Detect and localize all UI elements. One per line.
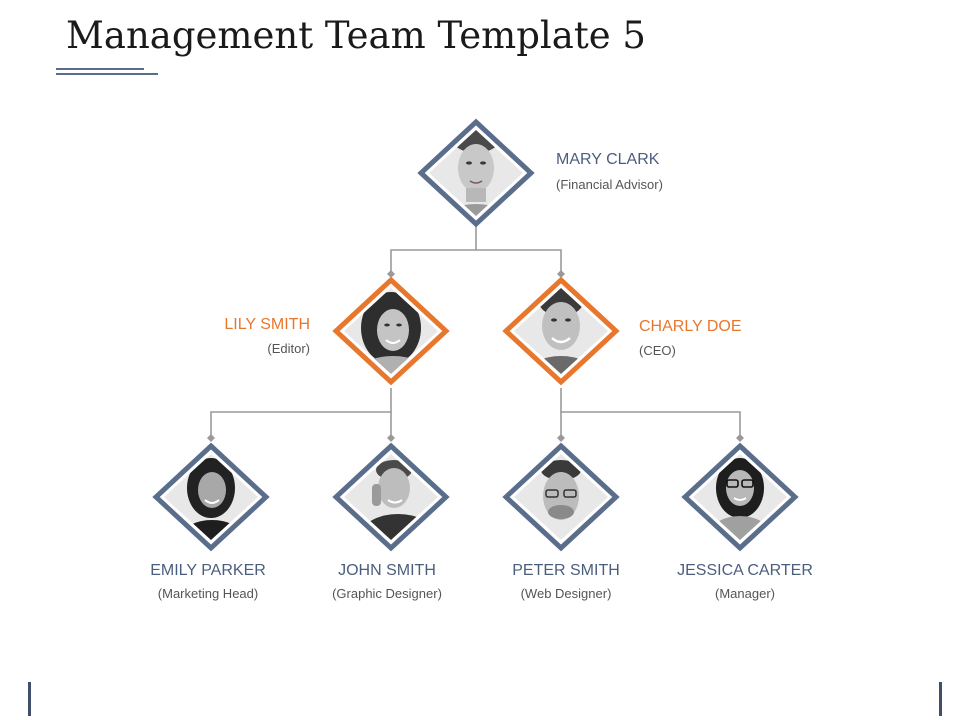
connector-dots — [207, 270, 744, 442]
member-role-peter-smith: (Web Designer) — [520, 586, 612, 601]
member-name-jessica-carter: JESSICA CARTER — [677, 562, 813, 579]
member-role-john-smith: (Graphic Designer) — [332, 586, 442, 601]
member-name-john-smith: JOHN SMITH — [338, 562, 436, 579]
corner-bar-right — [939, 682, 942, 716]
member-name-lily-smith: LILY SMITH — [224, 316, 310, 333]
member-name-mary-clark: MARY CLARK — [556, 151, 660, 168]
member-role-lily-smith: (Editor) — [267, 341, 310, 356]
member-name-charly-doe: CHARLY DOE — [639, 318, 742, 335]
corner-bar-left — [28, 682, 31, 716]
node-mary-clark — [417, 118, 535, 228]
node-jessica-carter — [681, 442, 799, 552]
node-emily-parker — [152, 442, 270, 552]
member-role-emily-parker: (Marketing Head) — [157, 586, 259, 601]
member-name-emily-parker: EMILY PARKER — [150, 562, 266, 579]
member-name-peter-smith: PETER SMITH — [512, 562, 620, 579]
node-john-smith — [332, 442, 450, 552]
node-lily-smith — [332, 276, 450, 386]
title-underline — [56, 68, 144, 70]
connector-lines — [210, 226, 741, 438]
photo-jessica-carter — [710, 458, 770, 540]
page-title: Management Team Template 5 — [66, 14, 646, 57]
title-underline — [56, 73, 158, 75]
node-charly-doe — [502, 276, 620, 386]
member-role-charly-doe: (CEO) — [639, 343, 676, 358]
photo-peter-smith — [541, 460, 581, 520]
node-peter-smith — [502, 442, 620, 552]
member-role-jessica-carter: (Manager) — [715, 586, 775, 601]
member-role-mary-clark: (Financial Advisor) — [556, 177, 663, 192]
